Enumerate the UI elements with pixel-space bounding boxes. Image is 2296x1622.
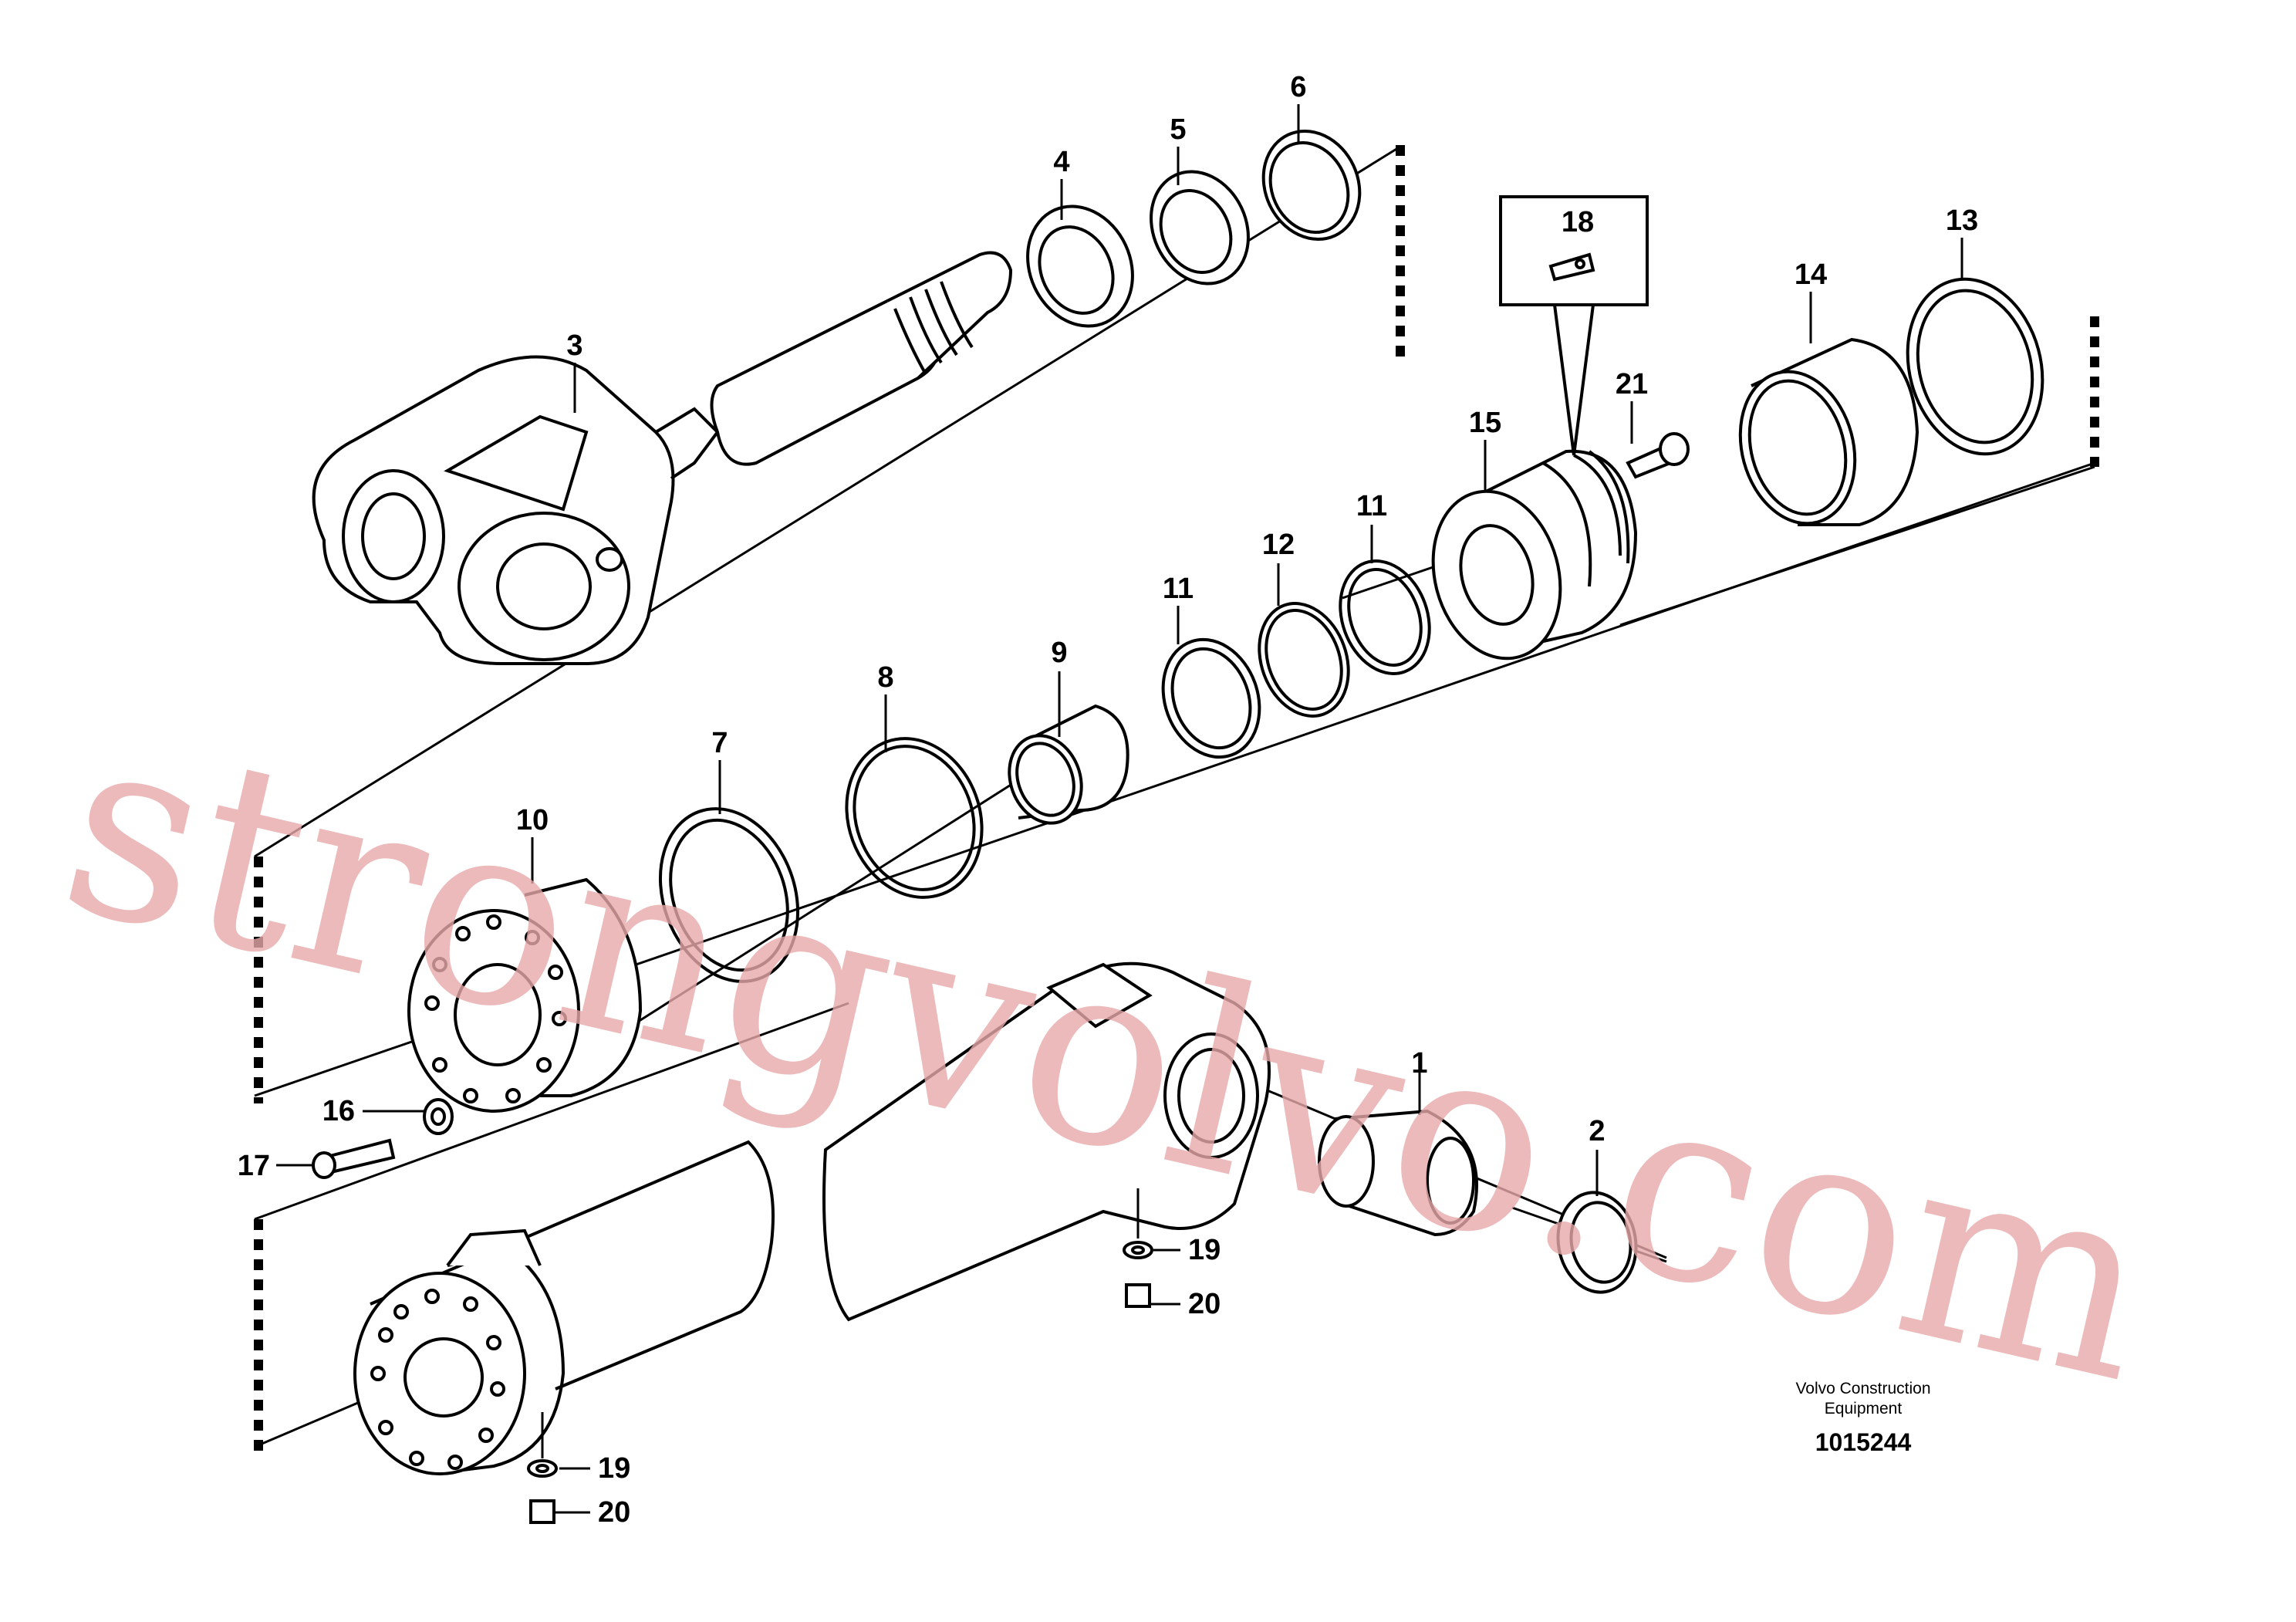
label-part-10: 10: [516, 804, 549, 836]
part-seal-13: [1906, 277, 2044, 456]
part-plug-20b: [529, 1499, 555, 1524]
part-ring-12: [1258, 602, 1350, 718]
label-part-16: 16: [322, 1095, 355, 1127]
part-ring-11a: [1161, 637, 1261, 759]
part-cylinder-head-10: [407, 877, 643, 1113]
part-seal-2: [1556, 1191, 1638, 1294]
part-bushing-9: [1008, 704, 1129, 825]
part-seal-5: [1150, 170, 1250, 286]
label-part-19b: 19: [598, 1452, 630, 1485]
label-part-2: 2: [1589, 1115, 1605, 1147]
label-part-15: 15: [1469, 407, 1501, 439]
detail-box-18: [1499, 195, 1649, 456]
part-washer-16: [423, 1098, 454, 1135]
part-seal-4: [1026, 204, 1134, 328]
label-part-20a: 20: [1188, 1288, 1221, 1320]
part-washer-19b: [527, 1459, 558, 1478]
label-part-11b: 11: [1356, 490, 1387, 522]
label-part-20b: 20: [598, 1496, 630, 1529]
label-part-6: 6: [1290, 71, 1306, 103]
label-part-7: 7: [711, 727, 728, 759]
part-screw-21: [1626, 432, 1690, 479]
leader-lines: [276, 104, 1963, 1514]
part-cylinder-tube: [353, 961, 1271, 1475]
part-bushing-1: [1318, 1109, 1478, 1237]
part-washer-19a: [1123, 1241, 1153, 1259]
part-rod-eye: [312, 251, 1013, 665]
part-piston-15: [1431, 449, 1638, 661]
label-part-18: 18: [1562, 206, 1594, 238]
caption-line-2: Equipment: [1825, 1400, 1903, 1418]
label-part-5: 5: [1170, 113, 1186, 146]
part-ring-7: [658, 807, 800, 983]
label-part-4: 4: [1053, 146, 1069, 178]
part-bolt-17: [312, 1138, 396, 1179]
label-part-1: 1: [1411, 1047, 1427, 1080]
part-ring-11b: [1339, 559, 1431, 675]
break-edges: [254, 145, 2099, 1458]
part-bushing-14: [1738, 337, 1920, 526]
part-seal-6: [1261, 129, 1362, 242]
part-labels: 1 2 3 4 5 6 7 8 9 10 11 11 12 13 14 15 1…: [238, 71, 1978, 1529]
label-part-19a: 19: [1188, 1234, 1221, 1266]
label-part-3: 3: [566, 329, 582, 362]
label-part-12: 12: [1262, 529, 1295, 561]
label-part-14: 14: [1795, 259, 1827, 291]
label-part-8: 8: [877, 661, 893, 694]
label-part-9: 9: [1051, 637, 1067, 669]
label-part-13: 13: [1946, 204, 1978, 237]
drawing-number: 1015244: [1815, 1428, 1912, 1456]
part-plug-20a: [1125, 1283, 1151, 1308]
label-part-21: 21: [1616, 368, 1648, 400]
caption-line-1: Volvo Construction: [1795, 1380, 1930, 1397]
label-part-17: 17: [238, 1150, 270, 1182]
label-part-11a: 11: [1163, 573, 1194, 605]
caption-block: Volvo Construction Equipment 1015244: [1795, 1380, 1930, 1456]
